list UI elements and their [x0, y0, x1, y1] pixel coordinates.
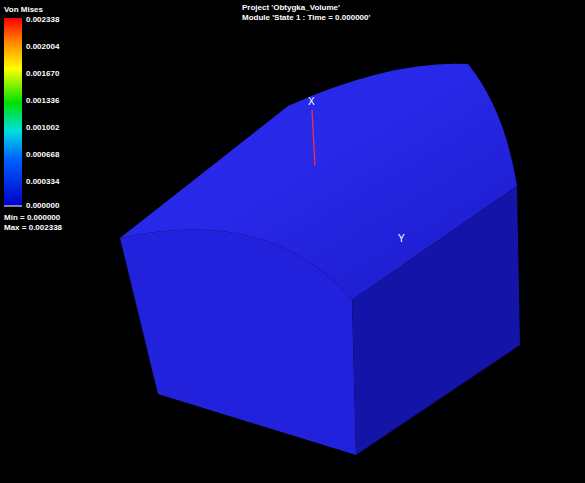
scale-value: 0.001002 — [26, 123, 59, 133]
scale-value: 0.000000 — [26, 201, 59, 211]
bar-tick — [4, 206, 22, 207]
front-face — [120, 229, 356, 455]
scale-value: 0.002338 — [26, 15, 59, 25]
scale-value: 0.001336 — [26, 96, 59, 106]
axis-label: X — [308, 97, 315, 107]
scale-value: 0.001670 — [26, 69, 59, 79]
side-face — [352, 186, 520, 455]
module-title: Module 'State 1 : Time = 0.000000' — [242, 13, 370, 23]
min-value: Min = 0.000000 — [4, 213, 60, 223]
axis-label: Y — [398, 234, 405, 244]
max-value: Max = 0.002338 — [4, 223, 62, 233]
color-bar — [4, 18, 22, 206]
scale-value: 0.000668 — [26, 150, 59, 160]
legend-heading: Von Mises — [4, 5, 43, 15]
project-title: Project 'Obtygka_Volume' — [242, 3, 340, 13]
axis-line — [312, 110, 315, 166]
scale-value: 0.002004 — [26, 42, 59, 52]
scale-value: 0.000334 — [26, 177, 59, 187]
